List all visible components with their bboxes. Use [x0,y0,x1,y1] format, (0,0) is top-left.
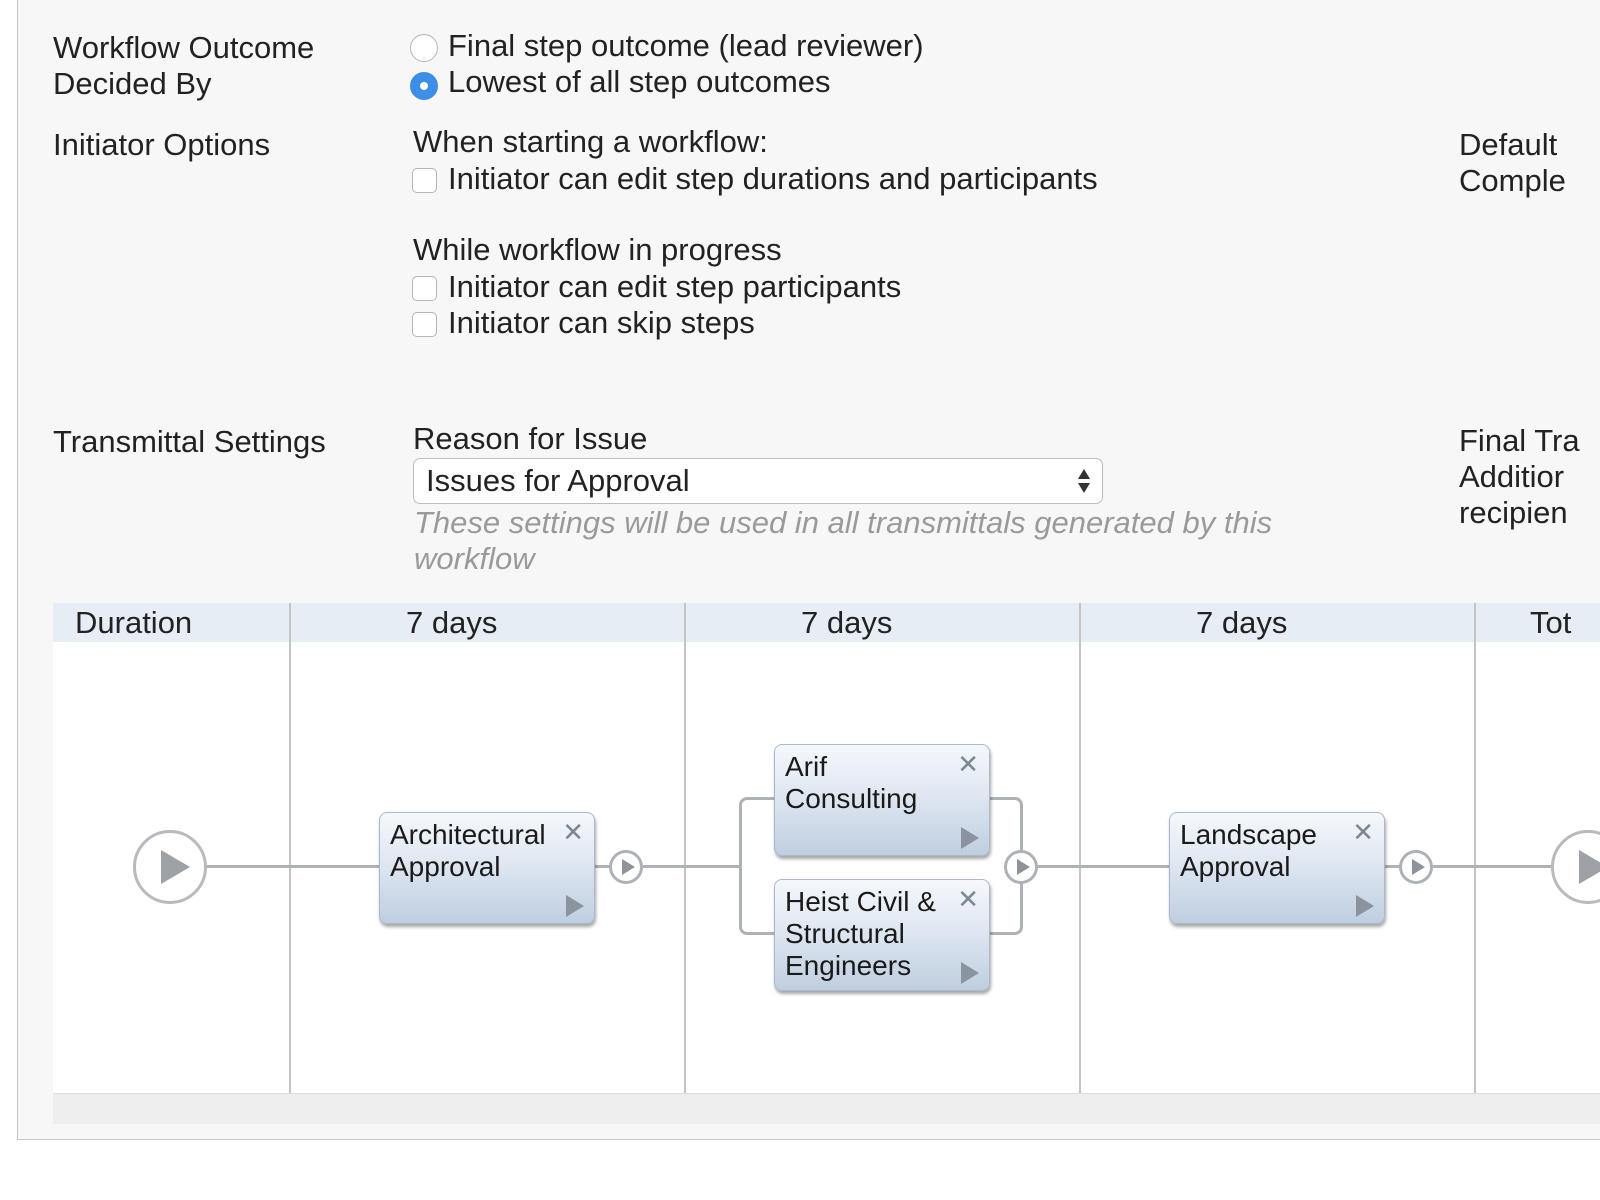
workflow-end-icon[interactable] [1551,830,1600,904]
radio-final-step[interactable] [410,34,438,62]
step-advance-icon[interactable] [1356,895,1374,917]
step-name: Landscape Approval [1180,819,1318,882]
remove-step-icon[interactable]: ✕ [1352,817,1374,847]
checkbox-edit-durations-label: Initiator can edit step durations and pa… [448,161,1098,196]
remove-step-icon[interactable]: ✕ [562,817,584,847]
step-advance-icon[interactable] [566,895,584,917]
in-progress-heading: While workflow in progress [413,232,782,267]
step-landscape-approval[interactable]: Landscape Approval ✕ [1169,812,1385,924]
connector-line [594,865,614,868]
reason-for-issue-select[interactable]: Issues for Approval [413,458,1103,504]
column-divider [289,603,291,1093]
checkbox-edit-participants-label: Initiator can edit step participants [448,269,902,304]
remove-step-icon[interactable]: ✕ [957,884,979,914]
radio-final-step-label: Final step outcome (lead reviewer) [448,28,924,63]
radio-lowest-outcome-label: Lowest of all step outcomes [448,64,831,99]
step-advance-icon[interactable] [961,962,979,984]
step-name: Arif Consulting [785,751,918,814]
total-duration-label: Tot [1530,605,1572,640]
radio-lowest-outcome[interactable] [410,72,438,100]
column-divider [1079,603,1081,1093]
step-advance-icon[interactable] [961,827,979,849]
step-connector-icon[interactable] [609,850,643,884]
select-arrows-icon [1078,469,1090,493]
final-transmittal-label: Final Tra Additior recipien [1459,423,1580,530]
connector-line [1433,865,1553,868]
checkbox-edit-durations[interactable] [412,168,437,193]
connector-line [207,865,379,868]
checkbox-edit-participants[interactable] [412,276,437,301]
transmittal-settings-label: Transmittal Settings [53,424,326,459]
column-duration-2[interactable]: 7 days [801,605,893,640]
workflow-diagram: Duration 7 days 7 days 7 days Tot Archit… [53,603,1600,1093]
reason-for-issue-value: Issues for Approval [426,463,690,498]
diagram-footer [53,1093,1600,1124]
step-heist-civil[interactable]: Heist Civil & Structural Engineers ✕ [774,879,990,991]
step-connector-icon[interactable] [1399,850,1433,884]
reason-for-issue-label: Reason for Issue [413,421,648,456]
step-architectural-approval[interactable]: Architectural Approval ✕ [379,812,595,924]
connector-line [1384,865,1409,868]
step-name: Architectural Approval [390,819,546,882]
workflow-start-icon[interactable] [133,830,207,904]
duration-row [53,603,1600,642]
remove-step-icon[interactable]: ✕ [957,749,979,779]
transmittal-hint: These settings will be used in all trans… [414,505,1273,576]
step-name: Heist Civil & Structural Engineers [785,886,936,981]
default-completion-label: Default Comple [1459,127,1566,198]
connector-line [1037,865,1170,868]
column-duration-3[interactable]: 7 days [1196,605,1288,640]
step-arif-consulting[interactable]: Arif Consulting ✕ [774,744,990,856]
column-divider [1474,603,1476,1093]
column-duration-1[interactable]: 7 days [406,605,498,640]
checkbox-skip-steps[interactable] [412,312,437,337]
starting-workflow-heading: When starting a workflow: [413,124,768,159]
initiator-options-label: Initiator Options [53,127,271,162]
parallel-branch-left [739,797,779,935]
duration-label: Duration [75,605,193,640]
column-divider [684,603,686,1093]
step-connector-icon[interactable] [1004,850,1038,884]
connector-line [643,865,741,868]
checkbox-skip-steps-label: Initiator can skip steps [448,305,755,340]
workflow-outcome-label: Workflow Outcome Decided By [53,30,315,101]
